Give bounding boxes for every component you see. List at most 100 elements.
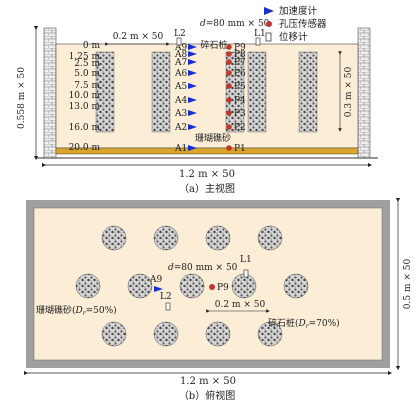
depth-label: 1.25 m	[69, 52, 101, 62]
accelerometer-mark	[188, 110, 197, 116]
top-pile	[75, 273, 101, 299]
depth-label: 10.0 m	[69, 91, 101, 101]
accelerometer-label: A2	[174, 123, 187, 133]
pore-sensor-label: P8	[234, 50, 246, 60]
top-piles	[75, 225, 309, 347]
height-label: 0.558 m × 50	[17, 67, 27, 129]
front-pile	[298, 51, 318, 133]
pore-sensor-mark	[226, 97, 232, 103]
top-caption: （b）俯视图	[179, 389, 235, 402]
accelerometer-label: A8	[174, 50, 187, 60]
displacement-gauge-l1: L1	[254, 29, 266, 46]
top-a9-label: A9	[149, 275, 162, 285]
accelerometer-label: A1	[174, 144, 187, 154]
front-pile	[151, 51, 171, 133]
accelerometer-mark	[188, 83, 197, 89]
legend-disp-icon	[265, 32, 272, 42]
pore-sensor-label: P7	[234, 58, 246, 68]
legend-pore-label: 孔压传感器	[279, 18, 327, 30]
accelerometer-label: A9	[174, 43, 187, 53]
displacement-gauge-l2: L2	[174, 29, 186, 46]
top-pore-p9	[209, 284, 215, 290]
depth-label: 5.0 m	[74, 69, 100, 79]
accelerometer-mark	[188, 51, 197, 57]
pore-sensor-mark	[226, 83, 232, 89]
depth-label: 7.5 m	[74, 81, 100, 91]
top-pile	[283, 273, 309, 299]
top-l1-label: L1	[240, 255, 252, 265]
pore-sensor-mark	[226, 70, 232, 76]
pile-label: 碎石桩	[200, 39, 227, 51]
depth-label: 20.0 m	[69, 143, 101, 153]
top-sand-label: 珊瑚礁砂(Dr=50%)	[36, 304, 117, 317]
legend-disp-label: 位移计	[279, 31, 308, 43]
legend-pore-icon	[266, 21, 272, 27]
top-height-label: 0.5 m × 50	[403, 259, 413, 310]
pore-sensor-label: P4	[234, 96, 246, 106]
front-pile	[247, 51, 267, 133]
legend-accel-icon	[264, 7, 274, 15]
accelerometer-label: A6	[174, 69, 187, 79]
right-wall	[357, 27, 371, 159]
pore-sensor-label: P6	[234, 69, 246, 79]
accelerometer-mark	[188, 124, 197, 130]
sand-label: 珊瑚礁砂	[195, 132, 231, 144]
spacing-label: 0.2 m × 50	[113, 32, 164, 42]
top-pile	[205, 225, 231, 251]
front-pile	[95, 51, 115, 133]
pore-sensor-label: P9	[234, 43, 246, 53]
top-view: A9 P9 L1 L2 d=80 mm × 50 0.2 m × 50 珊瑚礁砂…	[23, 197, 413, 402]
accelerometer-mark	[188, 44, 197, 50]
accelerometer-label: A5	[174, 82, 187, 92]
l2-label: L2	[174, 29, 186, 39]
top-l2-label: L2	[160, 292, 172, 302]
width-label: 1.2 m × 50	[179, 169, 235, 180]
pore-sensor-mark	[226, 145, 232, 151]
top-disp-l2	[165, 302, 171, 311]
legend: 加速度计 孔压传感器 位移计	[264, 5, 327, 43]
accelerometer-mark	[188, 97, 197, 103]
l1-label: L1	[254, 29, 266, 39]
pore-sensor-mark	[226, 110, 232, 116]
depth-label: 13.0 m	[69, 102, 101, 112]
top-pile	[153, 321, 179, 347]
top-pile	[153, 225, 179, 251]
depth-labels: 0 m1.25 m2.5 m5.0 m7.5 m10.0 m13.0 m16.0…	[69, 41, 101, 153]
accelerometer-mark	[188, 70, 197, 76]
top-pile	[101, 321, 127, 347]
pore-sensor-mark	[226, 44, 232, 50]
accelerometer-label: A3	[174, 109, 187, 119]
legend-accel-label: 加速度计	[279, 5, 318, 17]
depth-label: 0 m	[83, 41, 101, 51]
top-spacing-label: 0.2 m × 50	[215, 300, 266, 310]
pore-sensor-label: P5	[234, 82, 246, 92]
pore-sensor-label: P2	[234, 123, 246, 133]
pile-height-label: 0.3 m × 50	[344, 67, 354, 118]
accelerometer-mark	[188, 145, 197, 151]
top-diameter-label: d=80 mm × 50	[168, 263, 238, 273]
top-pile	[205, 321, 231, 347]
top-pile-label: 碎石桩(Dr=70%)	[268, 317, 340, 330]
top-pile	[257, 225, 283, 251]
depth-label: 16.0 m	[69, 123, 101, 133]
left-wall	[43, 27, 57, 159]
front-view: 0 m1.25 m2.5 m5.0 m7.5 m10.0 m13.0 m16.0…	[17, 5, 378, 195]
top-pile	[257, 321, 283, 347]
accelerometer-label: A4	[174, 96, 187, 106]
top-accel-a9	[154, 286, 163, 292]
top-disp-l1	[243, 269, 249, 278]
pore-sensor-label: P1	[234, 144, 246, 154]
accelerometer-mark	[188, 59, 197, 65]
accelerometer-label: A7	[174, 58, 187, 68]
pore-sensor-mark	[226, 124, 232, 130]
top-p9-label: P9	[217, 283, 229, 293]
base-layer	[55, 147, 359, 155]
top-pile	[101, 225, 127, 251]
top-pile	[231, 273, 257, 299]
top-pile	[179, 273, 205, 299]
pore-sensor-mark	[226, 51, 232, 57]
